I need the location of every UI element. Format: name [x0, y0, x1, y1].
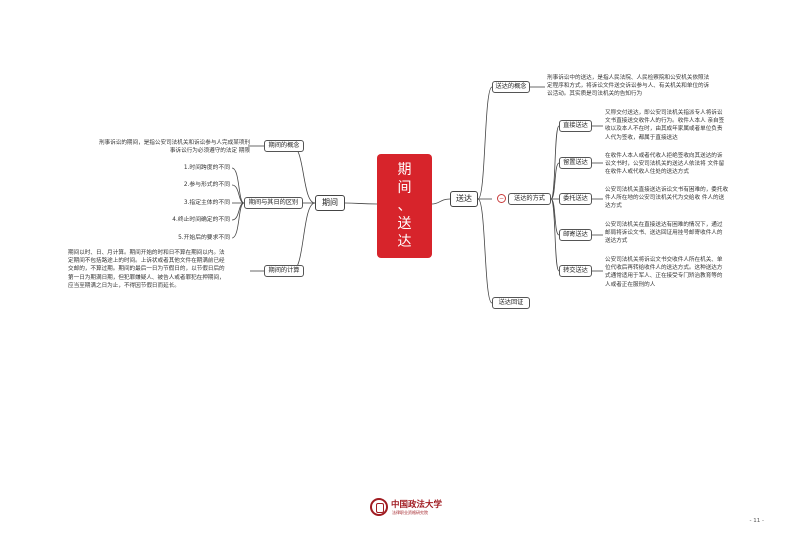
center-char: 、	[397, 198, 412, 214]
period-concept-note: 刑事诉讼的期间，是指公安司法机关和诉讼参与人完成某项刑 事诉讼行为必须遵守的法定…	[72, 139, 250, 155]
node-mail-service[interactable]: 邮寄送达	[559, 229, 592, 241]
note-line: 交邮的，不算过期。期间的最后一日为节假日的，以节假日后的	[68, 266, 225, 273]
note-line: 期间以时、日、月计算。期间开始的时和日不算在期间以内。法	[68, 250, 225, 256]
note-line: 应当至期满之日为止，不得因节假日而延长。	[68, 282, 180, 289]
note-line: 定期间不包括路途上的时间。上诉状或者其他文件在期满前已经	[68, 258, 225, 265]
node-service-receipt[interactable]: 送达回证	[492, 297, 530, 309]
center-title: 期 间 、 送 达	[377, 154, 432, 258]
node-direct-service[interactable]: 直接送达	[559, 120, 592, 132]
note-line: 第一日为期满日期，但犯罪嫌疑人、被告人或者罪犯在押期间，	[68, 274, 225, 281]
note-line: 人或者正在服刑的人	[605, 281, 656, 288]
note-line: 人代为签收，都属于直接送达	[605, 134, 678, 141]
period-calculation-note: 期间以时、日、月计算。期间开始的时和日不算在期间以内。法 定期间不包括路途上的时…	[68, 249, 252, 290]
node-period-concept[interactable]: 期间的概念	[264, 140, 304, 152]
note-line: 在收件人本人或者代收人拒绝签收向其送达的诉	[605, 153, 723, 159]
note-line: 在收件人或代收人住处的送达方式	[605, 169, 689, 176]
university-seal-icon	[370, 498, 388, 516]
difference-item-5: 5.开始后的要求不同	[178, 235, 230, 241]
note-line: 件人所在地的公安司法机关代为交给收 件人的送	[605, 195, 725, 202]
node-period-calculation[interactable]: 期间的计算	[264, 265, 304, 277]
note-line: 收以及本人不在时，由其成年家属或者单位负责	[605, 126, 723, 133]
node-transfer-service[interactable]: 转交送达	[559, 265, 592, 277]
service-concept-note: 刑事诉讼中的送达，是指人民法院、人民检察院和公安机关依照法 定程序和方式，将诉讼…	[547, 74, 747, 99]
note-line: 位代收后再转给收件人的送达方式。这种送达方	[605, 265, 723, 272]
direct-service-note: 又称交付送达，即公安司法机关指派专人将诉讼 文书直接送交收件人的行为。收件人本人…	[605, 109, 755, 142]
node-service[interactable]: 送达	[450, 191, 478, 207]
note-line: 公安司法机关在直接送达有困难的情况下，通过	[605, 222, 723, 228]
collapse-icon[interactable]: −	[497, 194, 506, 203]
difference-item-1: 1.时间跨度的不同	[183, 165, 230, 171]
node-service-methods[interactable]: 送达的方式	[508, 193, 551, 205]
center-char: 间	[397, 180, 412, 196]
logo-text: 中国政法大学	[391, 500, 443, 510]
node-period[interactable]: 期间	[315, 195, 345, 211]
note-line: 文书直接送交收件人的行为。收件人本人 亲自签	[605, 118, 725, 125]
node-entrusted-service[interactable]: 委托送达	[559, 193, 592, 205]
center-char: 期	[397, 162, 412, 178]
lodged-service-note: 在收件人本人或者代收人拒绝签收向其送达的诉 讼文书时，公安司法机关的送达人依法将…	[605, 152, 755, 177]
logo-subtext: 法律职业资格研究院	[392, 510, 428, 515]
center-char: 送	[397, 216, 412, 232]
note-line: 公安司法机关将诉讼文书交收件人所在机关、单	[605, 257, 723, 263]
difference-item-2: 2.参与形式的不同	[183, 182, 230, 188]
node-lodged-service[interactable]: 留置送达	[559, 157, 592, 169]
note-line: 事诉讼行为必须遵守的法定 期限	[169, 148, 250, 155]
node-service-concept[interactable]: 送达的概念	[492, 81, 530, 93]
center-char: 达	[397, 234, 412, 250]
note-line: 公安司法机关直接送达诉讼文书有困难的，委托收	[605, 187, 729, 193]
difference-item-4: 4.终止时间确定的不同	[172, 217, 230, 223]
note-line: 送达方式	[605, 238, 628, 245]
note-line: 定程序和方式，将诉讼文件送交诉讼参与人、有关机关和单位的诉	[547, 83, 710, 90]
transfer-service-note: 公安司法机关将诉讼文书交收件人所在机关、单 位代收后再转给收件人的送达方式。这种…	[605, 256, 755, 289]
node-period-difference[interactable]: 期间与其日的区别	[244, 197, 303, 209]
entrusted-service-note: 公安司法机关直接送达诉讼文书有困难的，委托收 件人所在地的公安司法机关代为交给收…	[605, 186, 755, 211]
page-number: - 11 -	[749, 518, 764, 524]
note-line: 讼活动。其实质是司法机关的告知行为	[547, 91, 643, 98]
difference-item-3: 3.指定主体的不同	[183, 200, 230, 206]
note-line: 达方式	[605, 203, 622, 210]
note-line: 刑事诉讼的期间，是指公安司法机关和诉讼参与人完成某项刑	[98, 140, 250, 146]
note-line: 讼文书时，公安司法机关的送达人依法将 文件留	[605, 161, 725, 168]
mail-service-note: 公安司法机关在直接送达有困难的情况下，通过 邮局将诉讼文书、送达回证用挂号邮寄收…	[605, 221, 755, 246]
note-line: 式通常适用于军人、正在接受专门矫治教育等的	[605, 273, 723, 280]
note-line: 刑事诉讼中的送达，是指人民法院、人民检察院和公安机关依照法	[547, 75, 710, 81]
note-line: 又称交付送达，即公安司法机关指派专人将诉讼	[605, 110, 723, 116]
note-line: 邮局将诉讼文书、送达回证用挂号邮寄收件人的	[605, 230, 723, 237]
